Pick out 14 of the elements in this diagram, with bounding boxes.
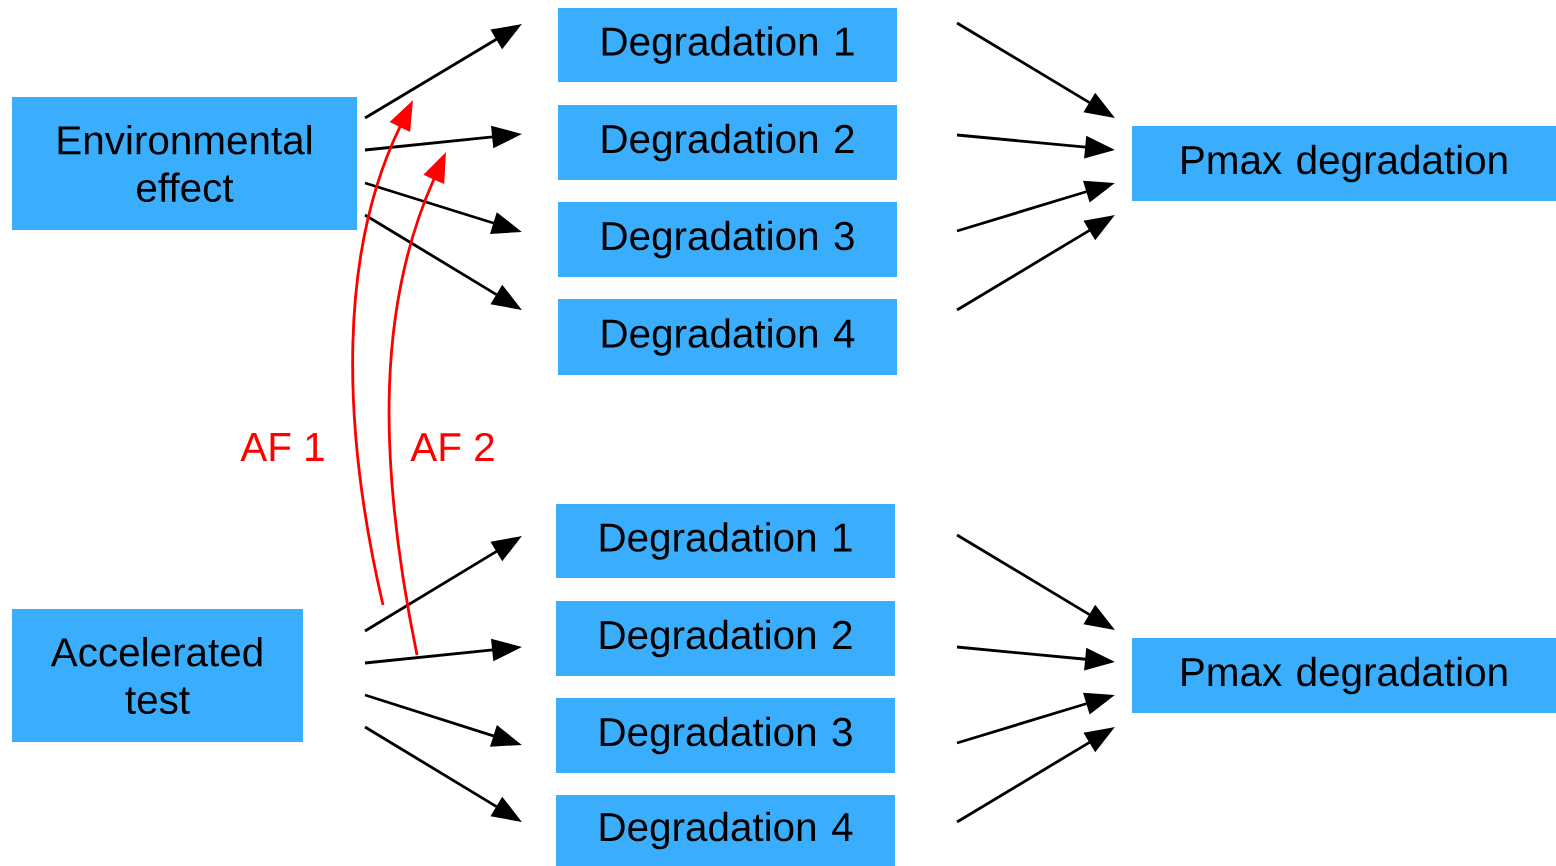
edge-label: AF 2 (406, 429, 500, 465)
process-box: Degradation 3 (558, 202, 897, 277)
process-box: Pmax degradation (1132, 126, 1556, 201)
process-box: Degradation 4 (556, 795, 895, 866)
edge-label: AF 1 (236, 429, 330, 465)
process-box: Degradation 4 (558, 299, 897, 375)
process-box: Degradation 1 (558, 8, 897, 82)
process-box: Degradation 1 (556, 504, 895, 578)
process-box: Environmental effect (12, 97, 357, 230)
process-box: Degradation 2 (556, 601, 895, 676)
process-box: Pmax degradation (1132, 638, 1556, 713)
process-box: Degradation 3 (556, 698, 895, 773)
process-box: Accelerated test (12, 609, 303, 742)
process-box: Degradation 2 (558, 105, 897, 180)
